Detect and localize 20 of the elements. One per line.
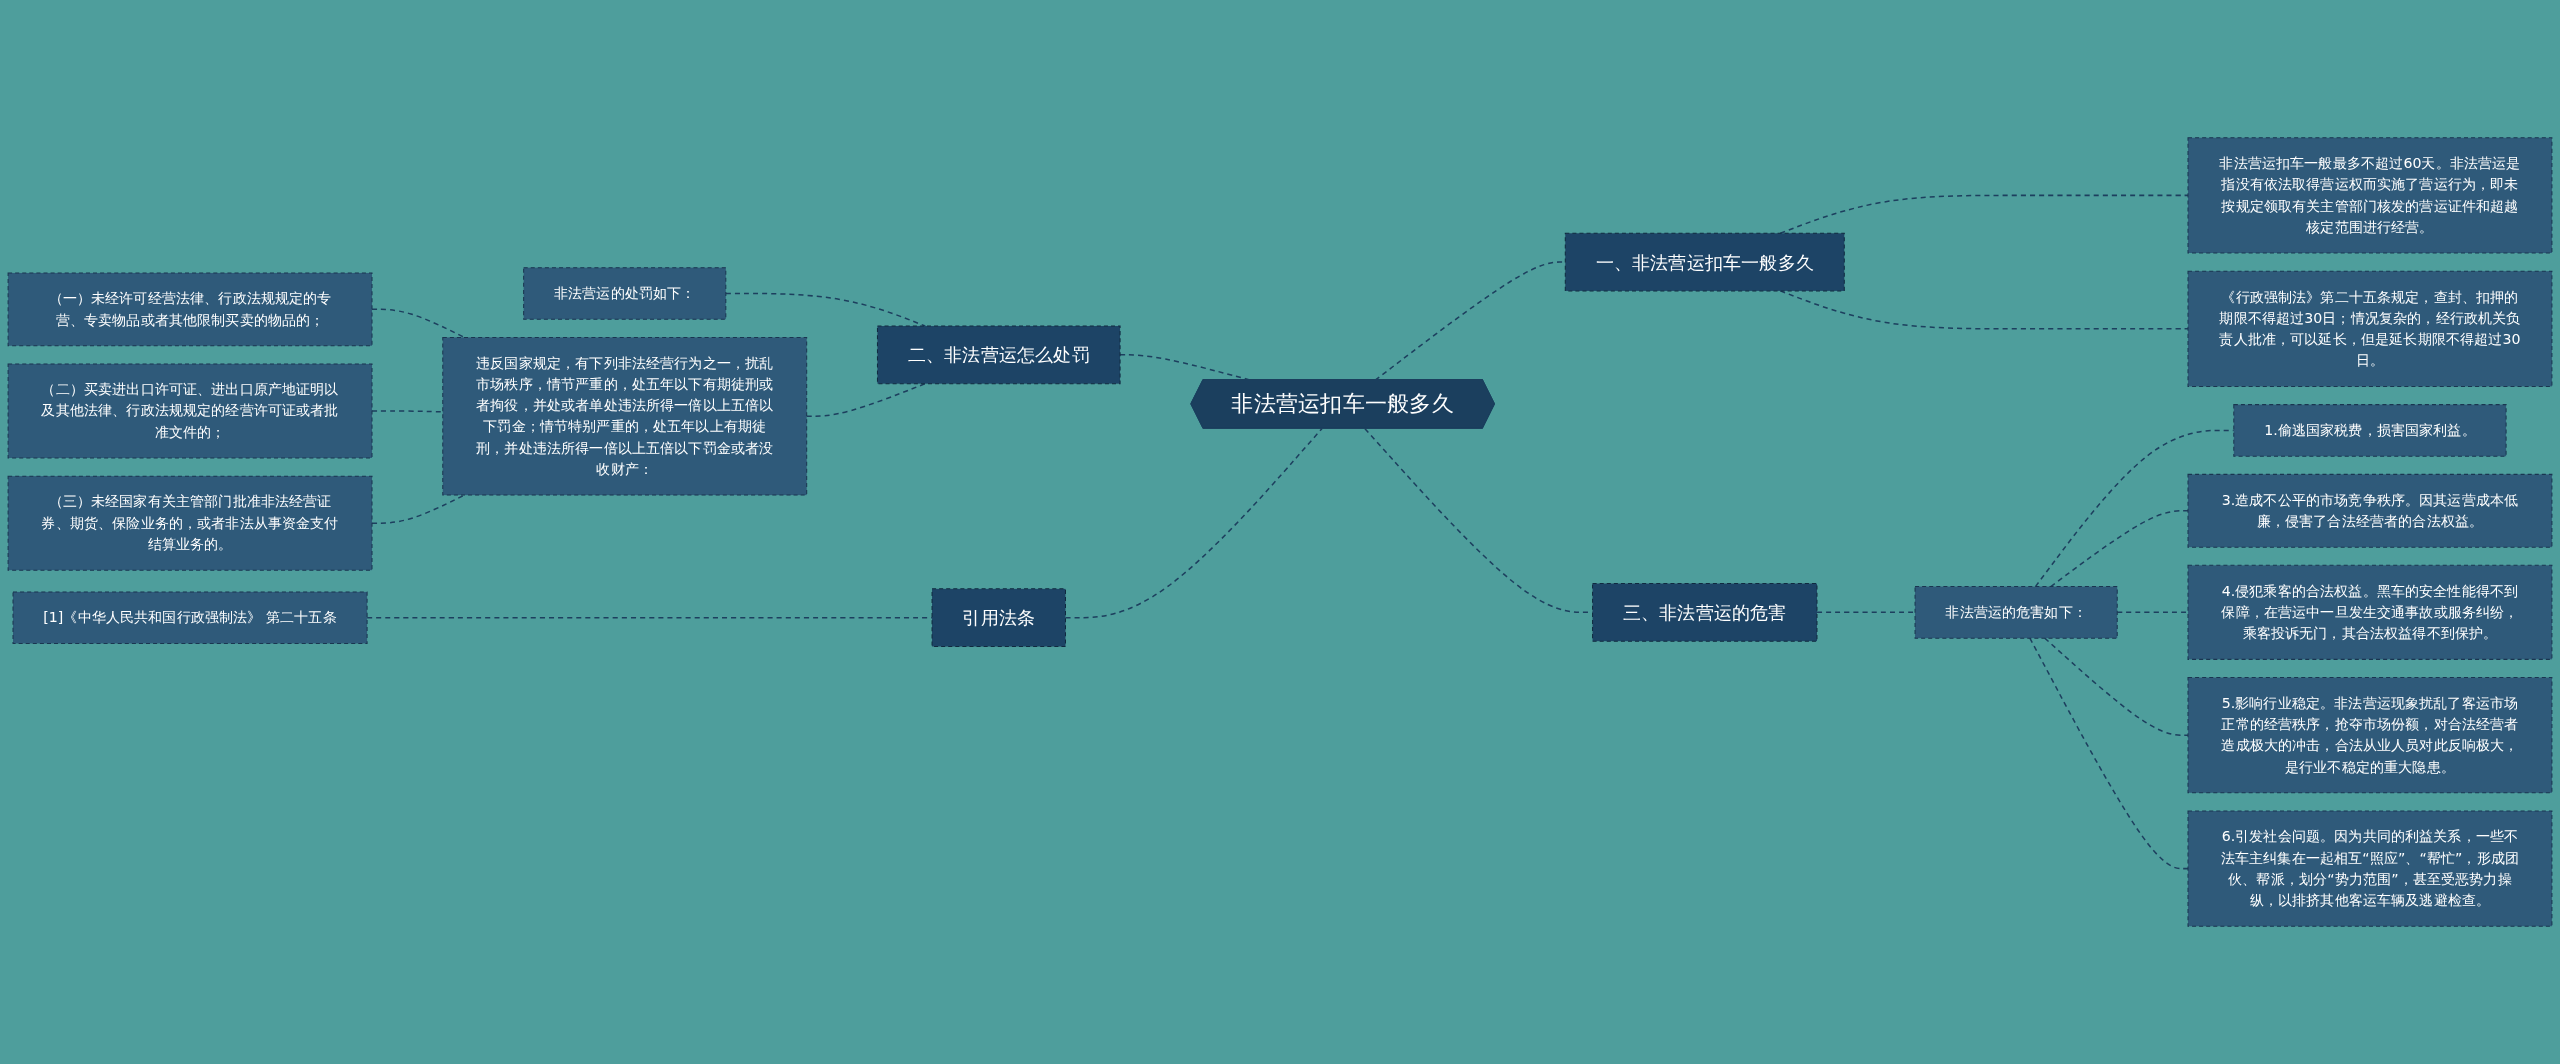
node-box: 违反国家规定，有下列非法经营行为之一，扰乱市场秩序，情节严重的，处五年以下有期徒刑或者拘役，并处或者单处违法所得一倍以上五倍以下罚金；情节特别严重的，处五年以上有期徒刑，并处违法所得一倍以上五倍以下罚金或者没收财产：: [442, 336, 808, 496]
node-box: （二）买卖进出口许可证、进出口原产地证明以及其他法律、行政法规规定的经营许可证或者批准文件的；: [7, 363, 373, 459]
node-box: 6.引发社会问题。因为共同的利益关系，一些不法车主纠集在一起相互“照应”、“帮忙”，形成团伙、帮派，划分“势力范围”，甚至受恶势力操纵，以排挤其他客运车辆及逃避检查。: [2187, 810, 2553, 927]
node-box: 二、非法营运怎么处罚: [876, 325, 1121, 385]
connector: [725, 292, 926, 327]
node-box: 引用法条: [931, 588, 1066, 647]
node-box: [1]《中华人民共和国行政强制法》 第二十五条: [12, 591, 368, 644]
node-box: （三）未经国家有关主管部门批准非法经营证券、期货、保险业务的，或者非法从事资金支付结算业务的。: [7, 475, 373, 571]
node-box: 4.侵犯乘客的合法权益。黑车的安全性能得不到保障，在营运中一旦发生交通事故或服务纠纷，乘客投诉无门，其合法权益得不到保护。: [2187, 564, 2553, 660]
connector: [1816, 611, 1916, 614]
node-box: 非法营运扣车一般最多不超过60天。非法营运是指没有依法取得营运权而实施了营运行为，即未按规定领取有关主管部门核发的营运证件和超越核定范围进行经营。: [2187, 137, 2553, 254]
node-box: 非法营运的危害如下：: [1914, 586, 2118, 639]
node-box: 三、非法营运的危害: [1592, 583, 1818, 642]
node-box: 《行政强制法》第二十五条规定，查封、扣押的期限不得超过30日；情况复杂的，经行政机关负责人批准，可以延长，但是延长期限不得超过30日。: [2187, 270, 2553, 387]
node-box: 一、非法营运扣车一般多久: [1564, 232, 1845, 292]
node-box: 非法营运的处罚如下：: [523, 267, 727, 320]
node-box: 5.影响行业稳定。非法营运现象扰乱了客运市场正常的经营秩序，抢夺市场份额，对合法经营者造成极大的冲击，合法从业人员对此反响极大，是行业不稳定的重大隐患。: [2187, 677, 2553, 794]
node-box: 3.造成不公平的市场竞争秩序。因其运营成本低廉，侵害了合法经营者的合法权益。: [2187, 473, 2553, 548]
node-box: 1.偷逃国家税费，损害国家利益。: [2233, 404, 2507, 457]
node-box: （一）未经许可经营法律、行政法规规定的专营、专卖物品或者其他限制买卖的物品的；: [7, 272, 373, 347]
